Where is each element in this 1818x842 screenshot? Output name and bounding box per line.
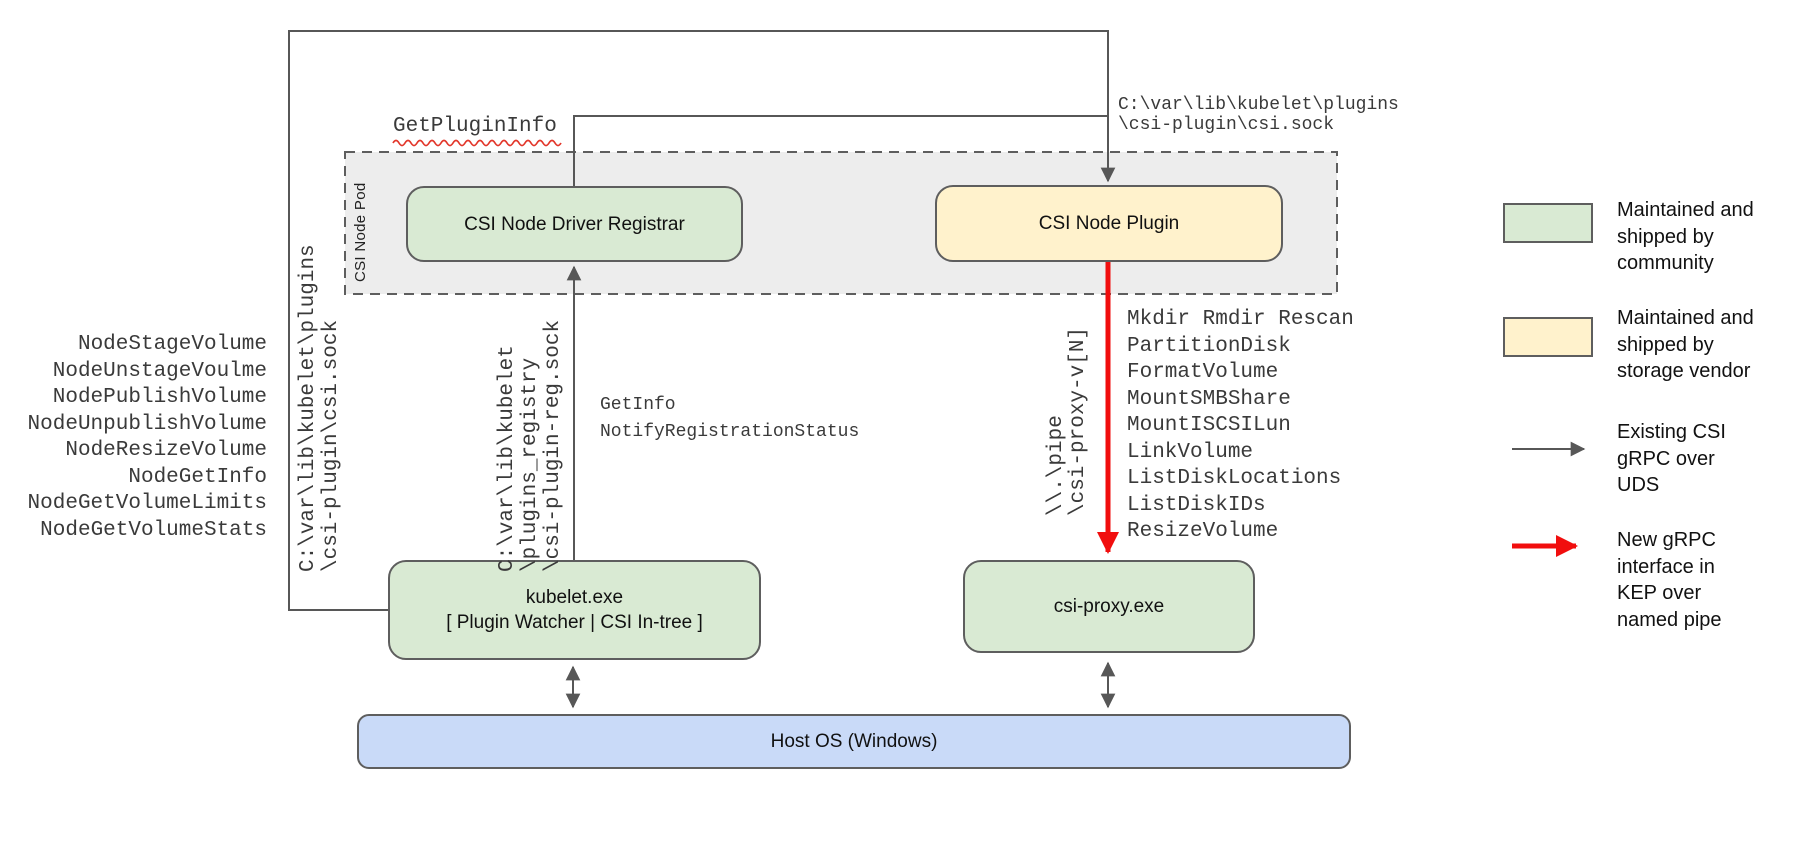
- legend-new-grpc-text: New gRPC interface in KEP over named pip…: [1617, 529, 1722, 631]
- registry-sock-path-label: C:\var\lib\kubelet \plugins_registry \cs…: [496, 319, 565, 572]
- csi-proxy-label: csi-proxy.exe: [1053, 596, 1165, 617]
- csi-sock-path-label: C:\var\lib\kubelet\plugins \csi-plugin\c…: [1118, 95, 1399, 135]
- csi-node-driver-registrar-box: CSI Node Driver Registrar: [406, 186, 743, 262]
- node-call-item: NodeStageVolume: [77, 333, 267, 356]
- legend-vendor-swatch: [1503, 317, 1593, 357]
- host-os-label: Host OS (Windows): [770, 731, 938, 752]
- legend-community-text: Maintained and shipped by community: [1617, 199, 1754, 274]
- kubelet-box: kubelet.exe [ Plugin Watcher | CSI In-tr…: [388, 560, 761, 660]
- proxy-call-item: ResizeVolume: [1127, 520, 1279, 543]
- legend-vendor-text: Maintained and shipped by storage vendor: [1617, 307, 1754, 382]
- proxy-call-item: ListDiskIDs: [1127, 493, 1266, 517]
- registrar-label: CSI Node Driver Registrar: [464, 213, 685, 235]
- csi-sock-path-rotated-label: C:\var\lib\kubelet\plugins \csi-plugin\c…: [297, 244, 343, 572]
- kubelet-label: kubelet.exe: [525, 587, 624, 608]
- proxy-call-item: FormatVolume: [1127, 361, 1279, 384]
- host-os-box: Host OS (Windows): [357, 714, 1351, 769]
- legend-existing-grpc-text: Existing CSI gRPC over UDS: [1617, 421, 1726, 496]
- registrar-getplugininfo-line: [573, 115, 1108, 186]
- node-call-item: NodeGetInfo: [128, 465, 267, 489]
- plugin-label: CSI Node Plugin: [1038, 213, 1180, 234]
- node-call-item: NodeUnpublishVolume: [27, 412, 267, 436]
- named-pipe-path-label: \\.\pipe \csi-proxy-v[N]: [1045, 326, 1090, 516]
- legend-community-swatch: [1503, 203, 1593, 243]
- proxy-call-item: ListDiskLocations: [1127, 467, 1342, 490]
- proxy-call-item: LinkVolume: [1127, 440, 1254, 464]
- getplugininfo-label: GetPluginInfo: [393, 115, 557, 138]
- node-call-item: NodeUnstageVoulme: [52, 359, 267, 383]
- kubelet-sublabel: [ Plugin Watcher | CSI In-tree ]: [446, 612, 703, 633]
- registration-calls-label: GetInfo NotifyRegistrationStatus: [600, 395, 860, 442]
- proxy-call-item: PartitionDisk: [1127, 334, 1291, 358]
- node-call-item: NodeGetVolumeLimits: [27, 492, 267, 515]
- proxy-call-item: Mkdir Rmdir Rescan: [1127, 308, 1354, 331]
- spellcheck-squiggle-icon: [392, 139, 562, 147]
- kubelet-to-plugin-uds-arrow: [288, 30, 1116, 611]
- node-call-item: NodePublishVolume: [52, 386, 267, 409]
- node-calls-list: NodeStageVolume NodeUnstageVoulme NodePu…: [20, 332, 267, 544]
- proxy-call-item: MountSMBShare: [1127, 387, 1291, 411]
- node-call-item: NodeGetVolumeStats: [40, 518, 267, 542]
- node-call-item: NodeResizeVolume: [65, 439, 267, 462]
- proxy-calls-list: Mkdir Rmdir Rescan PartitionDisk FormatV…: [1127, 307, 1354, 546]
- csi-proxy-box: csi-proxy.exe: [963, 560, 1255, 653]
- csi-node-plugin-box: CSI Node Plugin: [935, 185, 1283, 262]
- proxy-call-item: MountISCSILun: [1127, 414, 1291, 437]
- csi-node-pod-label: CSI Node Pod: [352, 182, 369, 283]
